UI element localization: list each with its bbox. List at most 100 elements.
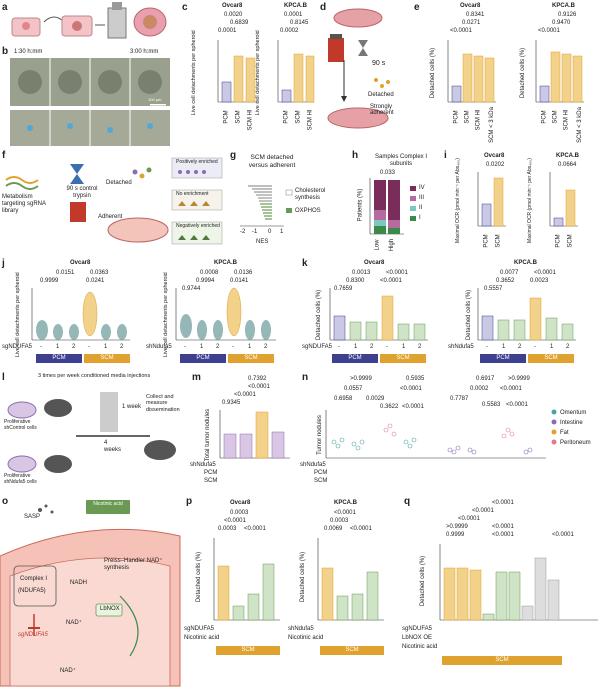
no-enrich-label: No enrichment [176, 191, 209, 197]
p-value: 0.7787 [450, 396, 469, 402]
p-value: 0.0136 [234, 270, 253, 276]
l-week: 1 week [122, 404, 142, 410]
legend-h: IV [419, 185, 425, 191]
chart-q-row: Nicotinic acid [402, 644, 438, 650]
adherent-label: Strongly adherent [370, 104, 394, 116]
p-value: 0.9994 [196, 278, 215, 284]
panel-label-k: k [302, 258, 308, 269]
p-value: 0.0013 [352, 270, 371, 276]
legend-cholesterol: Cholesterol synthesis [295, 188, 326, 201]
o-nad: NAD⁺ [66, 620, 82, 626]
chart-k-right-row: shNdufa5 [448, 344, 474, 350]
chart-h-p: 0.033 [380, 170, 396, 176]
pcm-tag: PCM [180, 354, 226, 363]
o-nadh: NADH [70, 580, 88, 586]
legend-h: II [419, 205, 423, 211]
panel-label-e: e [414, 2, 420, 13]
p-value: 0.0069 [324, 526, 343, 532]
chart-i-cat: PCM [483, 234, 490, 248]
p-value: <0.0001 [380, 278, 402, 284]
p-value: 0.8145 [290, 20, 309, 26]
o-lbnox: LbNOX [100, 606, 120, 612]
chart-e-cat: PCM [453, 110, 460, 124]
legend-h: III [419, 195, 425, 201]
chart-j-cat: 1 [200, 344, 204, 350]
chart-g-tick: -1 [252, 229, 258, 235]
chart-p-left-title: Ovcar8 [230, 500, 251, 506]
scm-tag: SCM [528, 354, 574, 363]
chart-p-row: shNdufa5 [288, 626, 314, 632]
o-preiss: Preiss–Handler NAD⁺ synthesis [104, 558, 163, 571]
panel-label-o: o [2, 496, 9, 507]
chart-i-cat: SCM [495, 234, 502, 248]
chart-k-right-title: KPCA.B [514, 260, 538, 266]
chart-k-cat: 2 [370, 344, 374, 350]
mouse-experiment-illustration [7, 392, 176, 473]
chart-p-row: Nicotinic acid [288, 635, 324, 641]
l-cells-1: Proliferative shControl cells [4, 419, 37, 431]
panel-j: j Ovcar8 KPCA.B 0.0151 0.0363 0.9999 0.0… [0, 258, 300, 368]
neg-enriched-label: Negatively enriched [176, 223, 220, 229]
chart-j-cat: 1 [104, 344, 108, 350]
chart-p-row: Nicotinic acid [184, 635, 220, 641]
chart-k-left-title: Ovcar8 [364, 260, 385, 266]
chart-i-cat: PCM [555, 234, 562, 248]
chart-g-tick: 0 [268, 229, 272, 235]
chart-m-bars [219, 410, 290, 459]
p-value: 0.0077 [500, 270, 519, 276]
panel-label-l: l [2, 372, 5, 383]
chart-g-xlabel: NES [256, 239, 269, 245]
panel-label-c: c [182, 2, 188, 13]
legend-fat: Fat [560, 430, 569, 436]
p-value: <0.0001 [492, 524, 514, 530]
p-value: 0.5557 [484, 286, 503, 292]
chart-j-cat: 1 [56, 344, 60, 350]
chart-g-tick: 1 [280, 229, 284, 235]
legend-intestine: Intestine [560, 420, 583, 426]
chart-i-right-title: KPCA.B [556, 153, 580, 159]
chart-k-cat: - [486, 344, 488, 350]
chart-j-cat: - [184, 344, 186, 350]
panel-label-i: i [444, 150, 447, 161]
chart-h-cat: Low [374, 239, 381, 251]
chart-k-cat: 1 [354, 344, 358, 350]
p-value: 0.3652 [496, 278, 515, 284]
chart-c-cat: SCM HI [247, 109, 254, 131]
chart-k-cat: - [534, 344, 536, 350]
p-value: <0.0001 [492, 500, 514, 506]
chart-e-cat: SCM < 3 kDa [576, 107, 583, 143]
timelapse-microscopy-images [10, 58, 170, 146]
scm-tag: SCM [228, 354, 274, 363]
chart-e-cat: SCM < 3 kDa [488, 107, 495, 143]
legend-h: I [419, 215, 421, 221]
chart-i-cat: SCM [567, 234, 574, 248]
time-label-2: 3:00 h:mm [130, 49, 159, 55]
panel-label-a: a [2, 2, 8, 13]
chart-p-row: sgNDUFA5 [184, 626, 215, 632]
chart-j-cat: 1 [248, 344, 252, 350]
chart-i-left-p: 0.0202 [486, 162, 505, 168]
chart-m-row: SCM [204, 478, 218, 484]
chart-j-cat: 2 [264, 344, 268, 350]
panel-c: c Ovcar8 KPCA.B 0.0020 0.6839 0.0001 0.0… [180, 0, 315, 145]
scale-bar-label: 100 µm [148, 97, 162, 102]
chart-c-left-title: Ovcar8 [222, 3, 243, 9]
p-value: 0.0002 [280, 28, 299, 34]
chart-k-cat: 2 [418, 344, 422, 350]
chart-k-cat: 1 [550, 344, 554, 350]
p-value: <0.0001 [506, 402, 528, 408]
l-weeks: 4 weeks [104, 440, 122, 453]
p-value: 0.7659 [334, 286, 353, 292]
pcm-tag: PCM [332, 354, 378, 363]
panel-f: f Metabolism targeting sgRNA library 90 … [0, 150, 225, 255]
p-value: <0.0001 [458, 516, 480, 522]
p-value: 0.9744 [182, 286, 201, 292]
o-sg: sgNDUFA5 [18, 632, 48, 638]
p-value: 0.0001 [218, 28, 237, 34]
chart-p-right-title: KPCA.B [334, 500, 358, 506]
p-value: <0.0001 [224, 518, 246, 524]
p-value: <0.0001 [402, 404, 424, 410]
chart-j-cat: - [40, 344, 42, 350]
legend-oxphos: OXPHOS [295, 208, 321, 214]
chart-j-right-row: shNdufa5 [146, 344, 172, 350]
